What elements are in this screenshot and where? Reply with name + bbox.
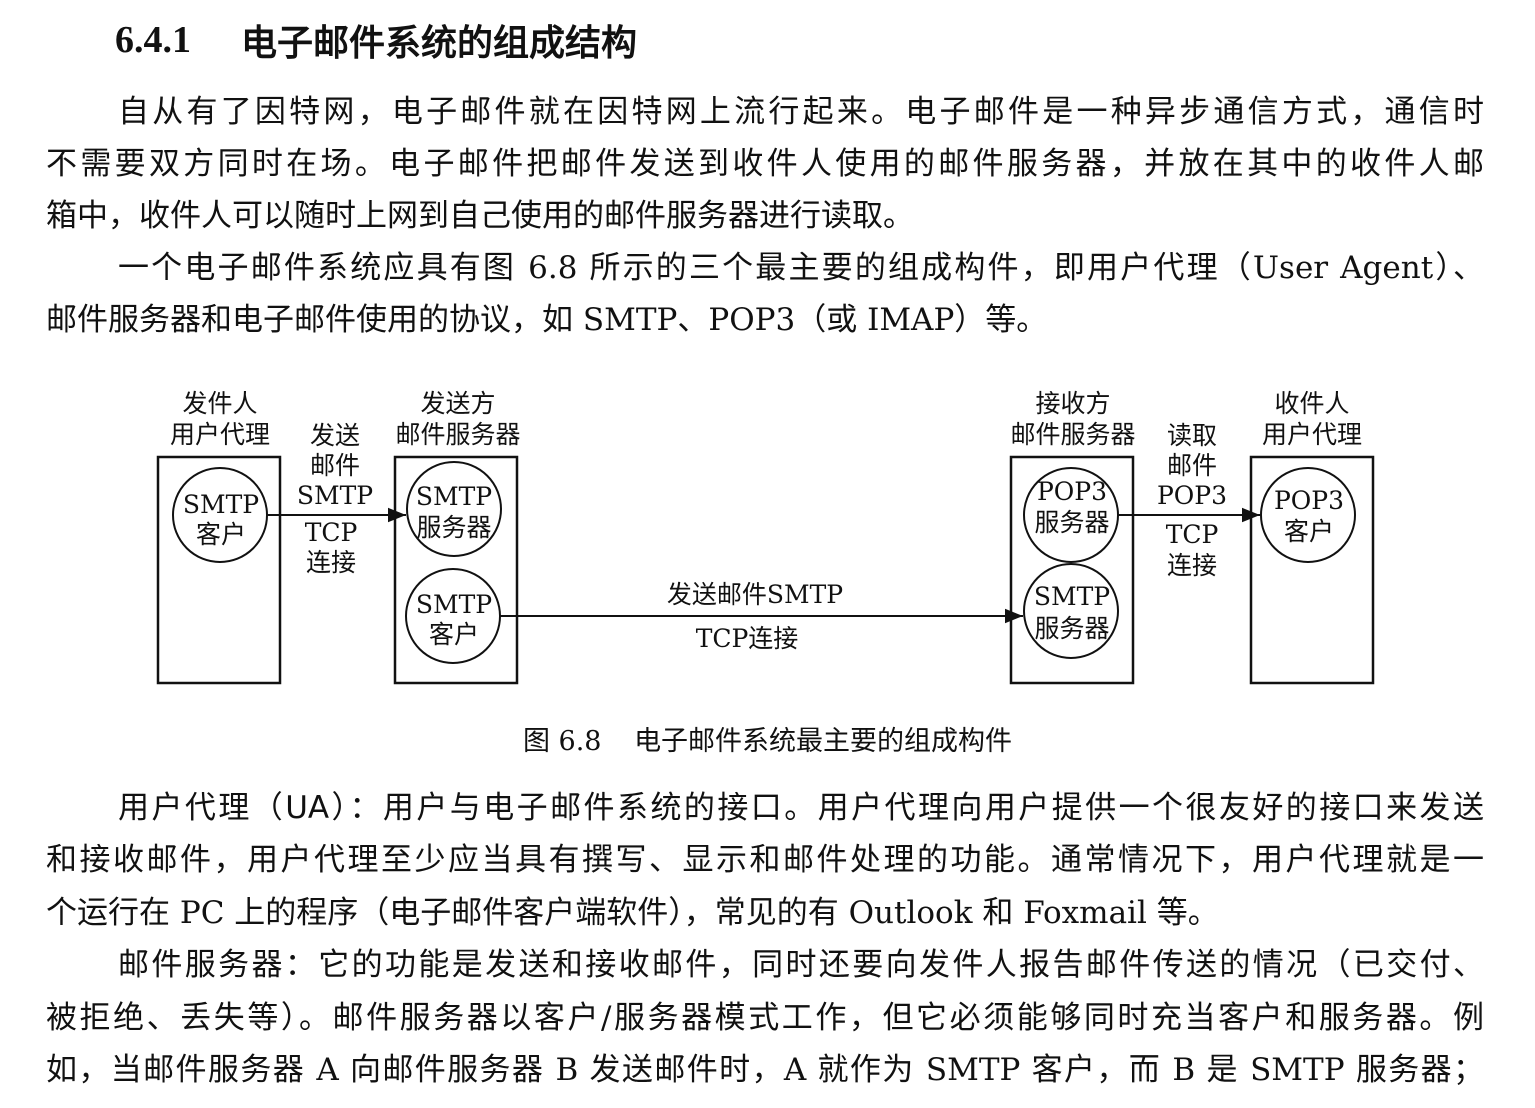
sender-ua-label: 发件人 用户代理 xyxy=(170,389,270,449)
text-line: 邮件服务器：它的功能是发送和接收邮件，同时还要向发件人报告邮件传送的情况（已交付… xyxy=(118,947,1484,983)
svg-text:发送方: 发送方 xyxy=(420,389,495,418)
receiver-ua-box xyxy=(1249,455,1375,685)
svg-text:服务器: 服务器 xyxy=(416,513,491,542)
smtp-server-node xyxy=(406,461,502,557)
smtp-server-node xyxy=(1023,563,1119,659)
text-line: 邮件服务器和电子邮件使用的协议，如 SMTP、POP3（或 IMAP）等。 xyxy=(46,302,1048,338)
svg-text:发件人: 发件人 xyxy=(182,389,257,418)
svg-text:服务器: 服务器 xyxy=(1034,508,1109,537)
sender-server-box xyxy=(393,455,519,685)
svg-text:邮件服务器: 邮件服务器 xyxy=(395,420,520,449)
svg-text:TCP: TCP xyxy=(1166,520,1219,549)
svg-text:POP3: POP3 xyxy=(1274,486,1344,515)
svg-text:TCP: TCP xyxy=(305,518,358,547)
receiver-server-label: 接收方 邮件服务器 xyxy=(1010,389,1135,449)
tcp-connection-label: TCP 连接 xyxy=(1166,520,1219,580)
email-system-diagram: 发件人 用户代理 发送方 邮件服务器 接收方 邮件服务器 收件人 用户代理 SM… xyxy=(156,389,1375,685)
text-line: 用户代理（UA）：用户与电子邮件系统的接口。用户代理向用户提供一个很友好的接口来… xyxy=(118,790,1484,826)
svg-text:邮件: 邮件 xyxy=(310,451,360,480)
text-line: 不需要双方同时在场。电子邮件把邮件发送到收件人使用的邮件服务器，并放在其中的收件… xyxy=(46,146,1484,182)
text-line: 个运行在 PC 上的程序（电子邮件客户端软件），常见的有 Outlook 和 F… xyxy=(46,895,1219,931)
tcp-connection-label: TCP 连接 xyxy=(305,518,358,577)
section-title: 电子邮件系统的组成结构 xyxy=(241,23,638,64)
svg-text:客户: 客户 xyxy=(1284,517,1334,546)
section-heading: 6.4.1 电子邮件系统的组成结构 xyxy=(115,12,637,68)
svg-text:SMTP: SMTP xyxy=(1034,582,1110,611)
text-line: 自从有了因特网，电子邮件就在因特网上流行起来。电子邮件是一种异步通信方式，通信时 xyxy=(118,94,1484,130)
sender-server-label: 发送方 邮件服务器 xyxy=(395,389,520,449)
receiver-server-box xyxy=(1009,455,1135,685)
relay-smtp-label: 发送邮件SMTP xyxy=(667,580,843,609)
svg-text:SMTP: SMTP xyxy=(297,481,373,510)
svg-text:SMTP: SMTP xyxy=(416,482,492,511)
text-line: 被拒绝、丢失等）。邮件服务器以客户/服务器模式工作，但它必须能够同时充当客户和服… xyxy=(46,1000,1484,1036)
svg-text:POP3: POP3 xyxy=(1157,481,1227,510)
svg-text:邮件: 邮件 xyxy=(1167,451,1217,480)
term-mail-server: 邮件服务器： xyxy=(118,947,319,983)
svg-text:服务器: 服务器 xyxy=(1034,614,1109,643)
pop3-client-node xyxy=(1260,467,1356,563)
svg-text:接收方: 接收方 xyxy=(1035,389,1110,418)
svg-text:连接: 连接 xyxy=(1167,551,1217,580)
section-number: 6.4.1 xyxy=(115,19,191,61)
svg-text:用户代理: 用户代理 xyxy=(170,420,270,449)
receiver-ua-label: 收件人 用户代理 xyxy=(1262,389,1362,449)
svg-text:连接: 连接 xyxy=(306,548,356,577)
svg-text:邮件服务器: 邮件服务器 xyxy=(1010,420,1135,449)
text-line: 一个电子邮件系统应具有图 6.8 所示的三个最主要的组成构件，即用户代理（Use… xyxy=(118,250,1484,286)
svg-text:发送: 发送 xyxy=(310,421,360,450)
svg-text:客户: 客户 xyxy=(196,520,246,549)
svg-text:客户: 客户 xyxy=(429,620,479,649)
text-line: 箱中，收件人可以随时上网到自己使用的邮件服务器进行读取。 xyxy=(46,198,914,234)
svg-text:SMTP: SMTP xyxy=(183,490,259,519)
svg-text:收件人: 收件人 xyxy=(1274,389,1349,418)
text-line: 和接收邮件，用户代理至少应当具有撰写、显示和邮件处理的功能。通常情况下，用户代理… xyxy=(46,842,1484,878)
svg-text:用户代理: 用户代理 xyxy=(1262,420,1362,449)
figure-caption: 图 6.8 电子邮件系统最主要的组成构件 xyxy=(0,722,1535,762)
term-user-agent: 用户代理（UA）： xyxy=(118,790,383,826)
read-mail-label: 读取 邮件 POP3 xyxy=(1157,421,1227,510)
sender-ua-box xyxy=(156,455,282,685)
relay-tcp-label: TCP连接 xyxy=(696,624,799,653)
figure-number: 图 6.8 xyxy=(522,726,602,757)
svg-text:POP3: POP3 xyxy=(1037,477,1107,506)
svg-text:SMTP: SMTP xyxy=(416,590,492,619)
svg-text:读取: 读取 xyxy=(1167,421,1217,450)
figure-title: 电子邮件系统最主要的组成构件 xyxy=(634,726,1013,757)
text-line: 如，当邮件服务器 A 向邮件服务器 B 发送邮件时，A 就作为 SMTP 客户，… xyxy=(46,1052,1484,1088)
send-mail-label: 发送 邮件 SMTP xyxy=(297,421,373,510)
